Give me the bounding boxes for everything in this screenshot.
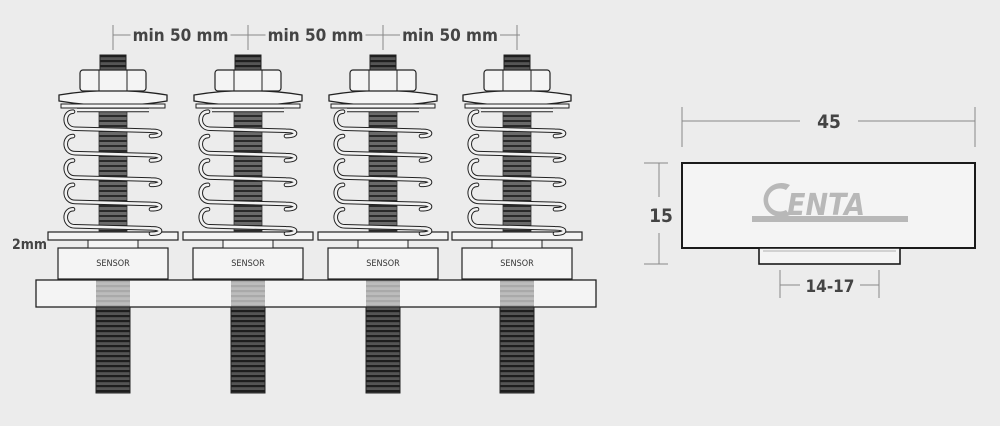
- profile-block: [681, 162, 976, 249]
- spacer-ring: [87, 239, 139, 249]
- top-washer: [193, 89, 303, 107]
- spring-rod: [98, 107, 128, 233]
- bolt-top: [234, 54, 262, 71]
- hex-nut: [483, 69, 551, 92]
- spacing-dimension: min 50 mm min 50 mm min 50 mm: [112, 24, 520, 50]
- sensor-label: SENSOR: [500, 259, 534, 269]
- washer-thickness-label: 2mm: [12, 237, 47, 253]
- profile-view: 45 15 14-17 ENTA: [644, 107, 976, 298]
- hex-nut: [214, 69, 282, 92]
- bolt-thread: [365, 306, 401, 394]
- hex-nut: [349, 69, 417, 92]
- sensor-label: SENSOR: [366, 259, 400, 269]
- washer-rim: [195, 103, 301, 109]
- bolt-thread: [499, 306, 535, 394]
- bolt-top: [369, 54, 397, 71]
- bolt-thread: [95, 306, 131, 394]
- svg-text:ENTA: ENTA: [787, 188, 865, 223]
- washer-rim: [60, 103, 166, 109]
- washer-rim: [464, 103, 570, 109]
- spring-rod: [502, 107, 532, 233]
- sensor-label: SENSOR: [96, 259, 130, 269]
- top-washer: [328, 89, 438, 107]
- bolt-thread: [230, 306, 266, 394]
- coil-spring: [198, 107, 298, 236]
- coil-spring: [467, 107, 567, 236]
- sensor-label: SENSOR: [231, 259, 265, 269]
- bolt-through-plate: [500, 280, 534, 307]
- spring-assembly: SENSOR: [317, 54, 449, 394]
- centa-logo: ENTA: [752, 182, 908, 223]
- bolt-through-plate: [96, 280, 130, 307]
- height-label: 15: [649, 205, 673, 227]
- spring-rod: [368, 107, 398, 233]
- spring-assembly: SENSOR: [182, 54, 314, 394]
- bolt-top: [99, 54, 127, 71]
- profile-foot: [758, 247, 901, 265]
- sensor-block: [327, 247, 439, 280]
- spring-assembly: SENSOR: [451, 54, 583, 394]
- spacer-ring: [491, 239, 543, 249]
- bolt-through-plate: [366, 280, 400, 307]
- width-dimension: 45: [681, 107, 976, 147]
- bolt-top: [503, 54, 531, 71]
- top-washer: [462, 89, 572, 107]
- bolt-through-plate: [231, 280, 265, 307]
- foot-label: 14-17: [806, 277, 855, 297]
- coil-spring: [63, 107, 163, 236]
- washer-rim: [330, 103, 436, 109]
- spacing-label: min 50 mm: [268, 26, 364, 46]
- hex-nut: [79, 69, 147, 92]
- coil-spring: [333, 107, 433, 236]
- spring-rod: [233, 107, 263, 233]
- spring-assembly: SENSOR: [47, 54, 179, 394]
- spacer-ring: [222, 239, 274, 249]
- width-label: 45: [817, 111, 841, 133]
- sensor-block: [57, 247, 169, 280]
- height-dimension: 15: [644, 162, 673, 265]
- foot-dimension: 14-17: [779, 270, 880, 298]
- top-washer: [58, 89, 168, 107]
- spacing-label: min 50 mm: [402, 26, 498, 46]
- spacing-label: min 50 mm: [133, 26, 229, 46]
- spacer-ring: [357, 239, 409, 249]
- sensor-block: [192, 247, 304, 280]
